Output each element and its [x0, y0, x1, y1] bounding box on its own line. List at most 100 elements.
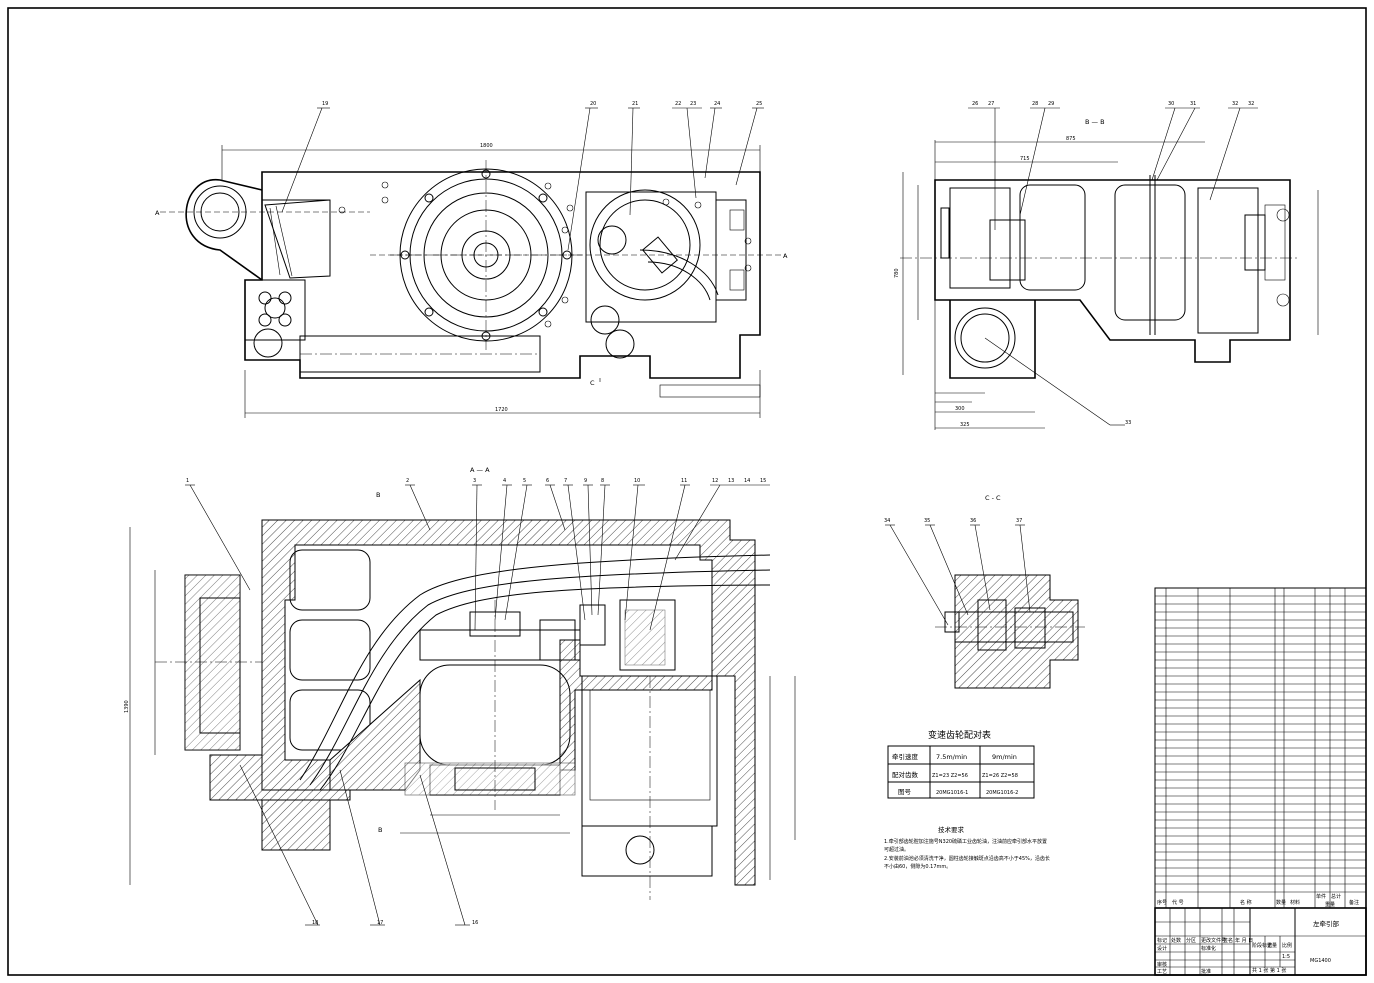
balloon-17: 17 — [377, 920, 383, 926]
col-code: 代 号 — [1172, 899, 1184, 906]
balloon-24: 24 — [714, 101, 720, 107]
col-qty: 数量 — [1276, 899, 1286, 906]
gear-row0-col1: Z1=23 Z2=56 — [932, 773, 968, 779]
balloon-4: 4 — [503, 478, 506, 484]
sheet-border — [7, 7, 1367, 976]
weight-label: 重量 — [1267, 942, 1277, 949]
tech-line-3: 不小由60，侧隙为0.17mm。 — [884, 863, 951, 870]
gear-header-0: 牵引速度 — [892, 752, 919, 761]
sign-standard: 标准化 — [1201, 945, 1216, 952]
balloon-22: 22 — [675, 101, 681, 107]
balloon-18: 18 — [312, 920, 318, 926]
drawing-name: 左牵引部 — [1313, 919, 1340, 928]
gear-row0-col2: Z1=26 Z2=58 — [982, 773, 1018, 779]
sign-date: 年 月 日 — [1235, 937, 1253, 944]
balloon-30: 30 — [1168, 101, 1174, 107]
title-aa: A — A — [470, 466, 490, 474]
dim-top-bottom: 1720 — [495, 407, 508, 413]
stage-mark: 阶段标记 — [1252, 942, 1272, 949]
gear-row1-col0: 图号 — [898, 788, 912, 796]
sheet-total: 共 1 张 — [1252, 967, 1268, 974]
balloon-16: 16 — [472, 920, 478, 926]
tech-line-1: 可超过油。 — [884, 846, 909, 853]
col-seq: 序号 — [1157, 899, 1167, 906]
balloon-35: 35 — [924, 518, 930, 524]
gear-row1-col1: 20MG1016-1 — [936, 790, 968, 796]
balloon-10: 10 — [634, 478, 640, 484]
balloon-27: 27 — [988, 101, 994, 107]
section-aa-view: A — A 1390 — [124, 466, 796, 900]
dim-right-height: 780 — [894, 268, 900, 278]
top-left-view: 1800 1720 C A A — [155, 143, 788, 418]
balloon-20: 20 — [590, 101, 596, 107]
balloon-23: 23 — [690, 101, 696, 107]
section-cc-view: C - C 34 35 36 37 — [884, 494, 1085, 689]
dim-right-bottom-2: 325 — [960, 422, 970, 428]
balloon-7: 7 — [564, 478, 567, 484]
balloon-5: 5 — [523, 478, 526, 484]
balloon-32: 32 — [1232, 101, 1238, 107]
gear-table-title: 变速齿轮配对表 — [928, 729, 991, 741]
col-remark: 备注 — [1349, 899, 1359, 906]
sign-approve: 批准 — [1201, 968, 1211, 975]
sign-process: 工艺 — [1157, 969, 1167, 975]
gear-row1-col2: 20MG1016-2 — [986, 790, 1018, 796]
balloon-11: 11 — [681, 478, 687, 484]
balloon-14: 14 — [744, 478, 750, 484]
tech-line-2: 2.安装前油池必须清洗干净，圆柱齿轮接触斑点沿齿高不小于45%，沿齿长 — [884, 855, 1050, 862]
balloon-9: 9 — [584, 478, 587, 484]
balloon-32b: 32 — [1248, 101, 1254, 107]
gear-header-1: 7.5m/min — [936, 753, 967, 761]
col-unit: 单件 — [1316, 893, 1326, 900]
balloons-top-right: 26 27 28 29 30 31 32 32 — [968, 101, 1258, 230]
top-right-view: B — B 33 875 715 780 300 325 — [894, 118, 1319, 430]
gear-row0-col0: 配对齿数 — [892, 770, 919, 779]
sign-zone: 分区 — [1186, 937, 1196, 944]
dim-right-bottom-1: 300 — [955, 406, 965, 412]
scale-label: 比例 — [1282, 942, 1292, 949]
balloon-31: 31 — [1190, 101, 1196, 107]
sign-review: 审核 — [1157, 961, 1167, 968]
balloon-19: 19 — [322, 101, 328, 107]
balloon-3: 3 — [473, 478, 476, 484]
col-weight: 重量 — [1325, 901, 1335, 908]
sign-count: 处数 — [1171, 937, 1181, 944]
balloon-26: 26 — [972, 101, 978, 107]
scale-value: 1:5 — [1282, 954, 1290, 960]
sign-mark: 标记 — [1157, 937, 1167, 944]
gear-header-2: 9m/min — [992, 753, 1017, 761]
balloon-12: 12 — [712, 478, 718, 484]
gear-pairing-table: 变速齿轮配对表 牵引速度 7.5m/min 9m/min 配对齿数 Z1=23 … — [887, 729, 1035, 799]
marker-b-top: B — [376, 491, 380, 499]
dim-top-overall: 1800 — [480, 143, 493, 149]
balloon-2: 2 — [406, 478, 409, 484]
balloons-top-left: 19 20 21 22 23 24 25 — [281, 101, 764, 251]
balloon-37: 37 — [1016, 518, 1022, 524]
tech-heading: 技术要求 — [938, 825, 965, 834]
parts-list-and-title-block: 序号 代 号 名 称 数量 材料 单件 总计 重量 备注 标记 处数 分区 更改… — [1154, 587, 1367, 976]
balloon-6: 6 — [546, 478, 549, 484]
balloon-33: 33 — [1125, 420, 1131, 426]
balloon-15: 15 — [760, 478, 766, 484]
marker-c-top: C — [590, 379, 595, 387]
sign-signature: 签名 — [1223, 937, 1233, 944]
col-material: 材料 — [1290, 899, 1300, 906]
balloon-1: 1 — [186, 478, 189, 484]
balloons-section-aa: 1 2 3 4 5 6 7 9 8 10 11 12 13 14 15 16 1… — [185, 478, 770, 926]
dim-right-top-1: 875 — [1066, 136, 1076, 142]
balloon-8: 8 — [601, 478, 604, 484]
marker-b-bottom: B — [378, 826, 382, 834]
sign-design: 设计 — [1157, 945, 1167, 952]
tech-line-0: 1.牵引部齿轮腔加注施号N320硫磷工业齿轮油，注油前应牵引部水平放置 — [884, 838, 1047, 845]
sheet-number: 第 1 张 — [1270, 967, 1286, 974]
balloon-34: 34 — [884, 518, 890, 524]
balloon-29: 29 — [1048, 101, 1054, 107]
title-bb: B — B — [1085, 118, 1105, 126]
dim-right-top-2: 715 — [1020, 156, 1030, 162]
marker-a-left: A — [155, 209, 160, 217]
drawing-number: MG1400 — [1310, 958, 1331, 964]
dim-section-height: 1390 — [124, 700, 130, 713]
col-name: 名 称 — [1240, 899, 1252, 906]
balloon-36: 36 — [970, 518, 976, 524]
